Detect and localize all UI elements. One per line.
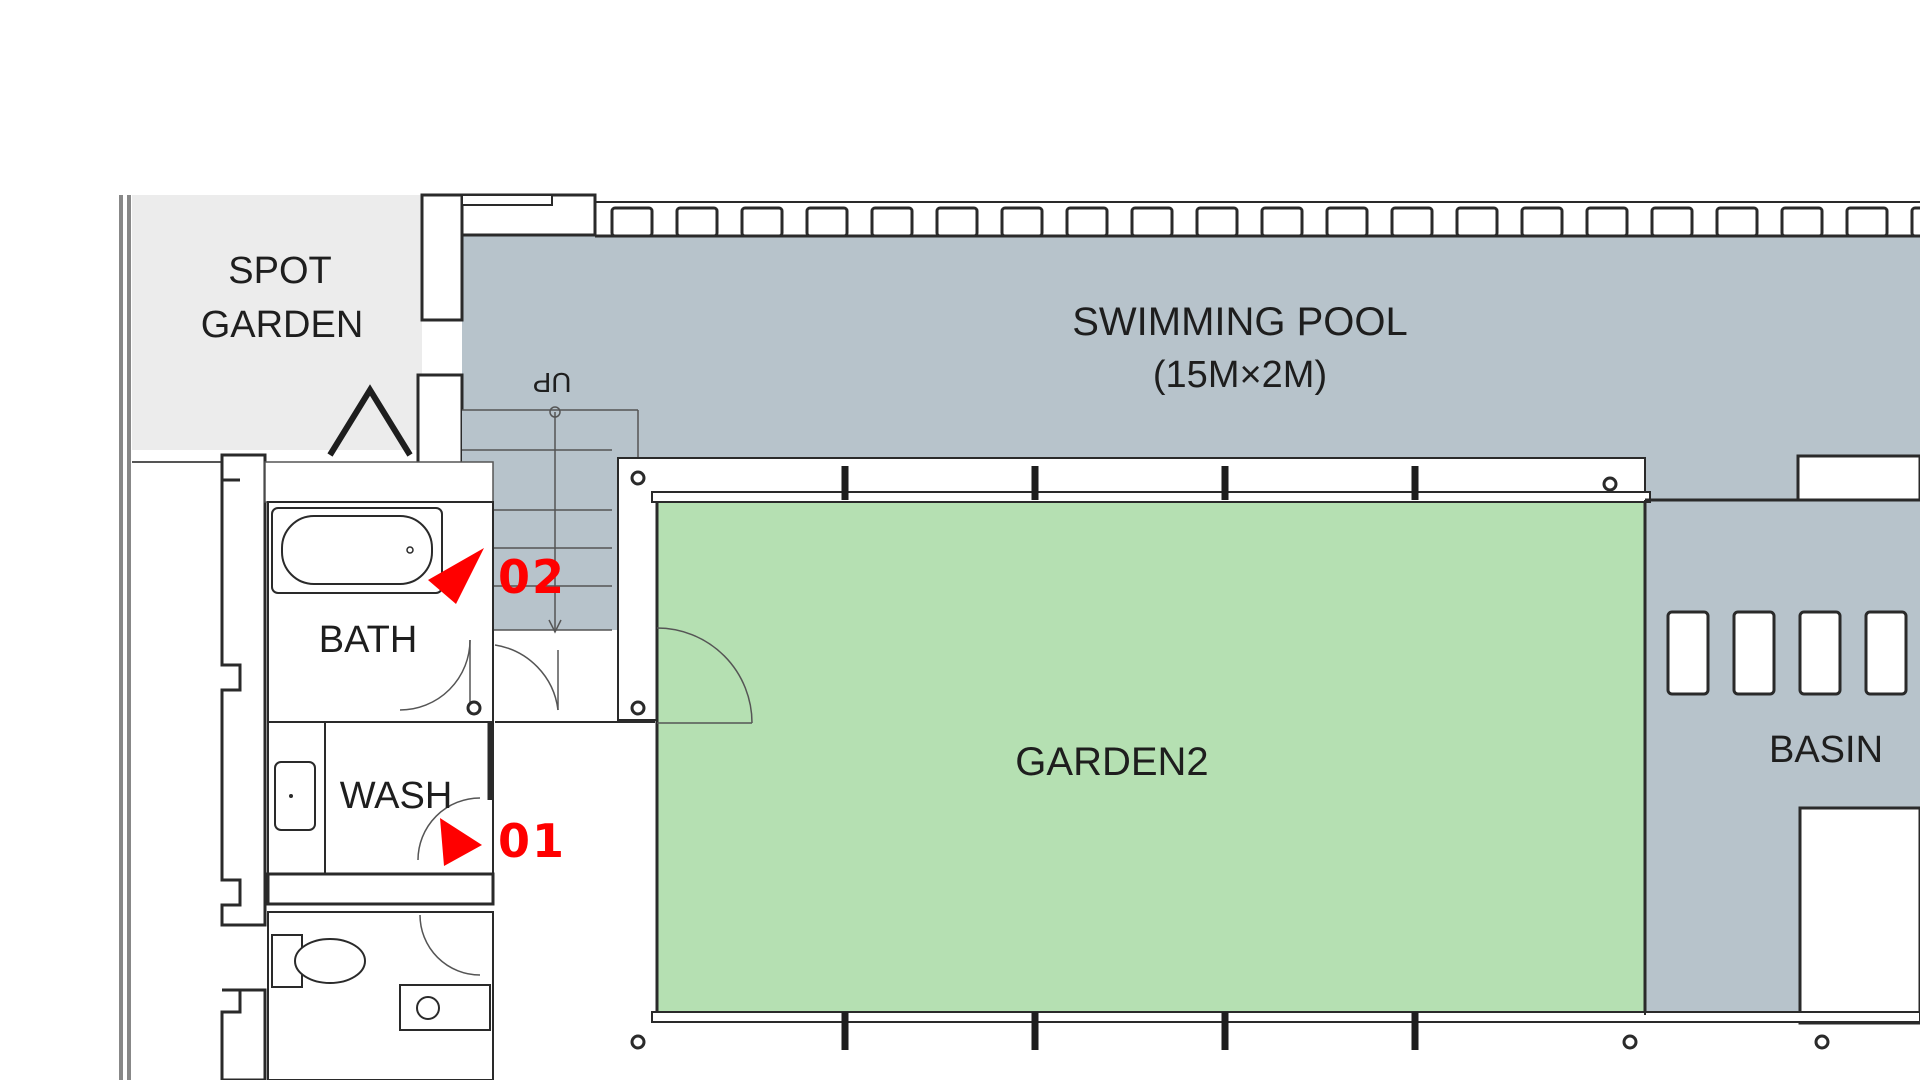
pool-edge-block: [1195, 206, 1239, 238]
wash-door-swing: [417, 797, 481, 861]
bathtub: [271, 507, 443, 594]
pool-edge-block: [870, 206, 914, 238]
pool-edge-block: [1000, 206, 1044, 238]
pool-edge-blocks: [610, 206, 1920, 238]
pool-name-label: SWIMMING POOL: [1072, 300, 1408, 344]
pool-edge-block: [1780, 206, 1824, 238]
pool-edge-block: [1325, 206, 1369, 238]
pool-edge-block: [1390, 206, 1434, 238]
garden-posts: [841, 466, 1419, 1050]
spot-garden-label-line1: SPOT: [228, 250, 331, 292]
marker-02-arrow-icon: [428, 548, 484, 604]
pool-size-label: (15M×2M): [1153, 354, 1327, 396]
basin-benches: [1666, 610, 1908, 696]
pool-edge-block: [740, 206, 784, 238]
marker-01-arrow-icon: [440, 818, 482, 866]
pool-edge-block: [1455, 206, 1499, 238]
pool-edge-block: [1910, 206, 1920, 238]
pool-edge-block: [1585, 206, 1629, 238]
garden2-area: [655, 498, 1647, 1017]
garden-door-swing: [656, 627, 753, 724]
garden2-label: GARDEN2: [1015, 740, 1208, 784]
pool-edge-block: [1650, 206, 1694, 238]
pool-edge-block: [935, 206, 979, 238]
bath-label: BATH: [319, 619, 418, 661]
pool-edge-block: [805, 206, 849, 238]
bath-door-swing: [399, 639, 471, 711]
spot-garden-area: [132, 195, 422, 450]
basin-label: BASIN: [1769, 729, 1883, 771]
marker-02: 02: [428, 548, 566, 604]
spot-garden-label-line2: GARDEN: [201, 304, 364, 346]
pool-edge-block: [1715, 206, 1759, 238]
pool-edge-block: [1130, 206, 1174, 238]
spot-garden-gate: [327, 384, 413, 457]
marker-01: 01: [440, 814, 566, 868]
pool-edge-block: [675, 206, 719, 238]
pool-edge-block: [1260, 206, 1304, 238]
wash-basin: [274, 761, 316, 831]
pool-edge-block: [1065, 206, 1109, 238]
wash-label: WASH: [340, 775, 453, 817]
pool-edge-block: [1520, 206, 1564, 238]
pool-wall-upper: [420, 193, 464, 322]
marker-01-label: 01: [498, 814, 566, 868]
pool-edge-block: [610, 206, 654, 238]
swimming-pool-area: [462, 235, 1920, 500]
pool-edge-block: [1845, 206, 1889, 238]
toilet: [271, 914, 491, 1031]
marker-02-label: 02: [498, 550, 566, 604]
stair-up-label: UP: [533, 367, 572, 398]
